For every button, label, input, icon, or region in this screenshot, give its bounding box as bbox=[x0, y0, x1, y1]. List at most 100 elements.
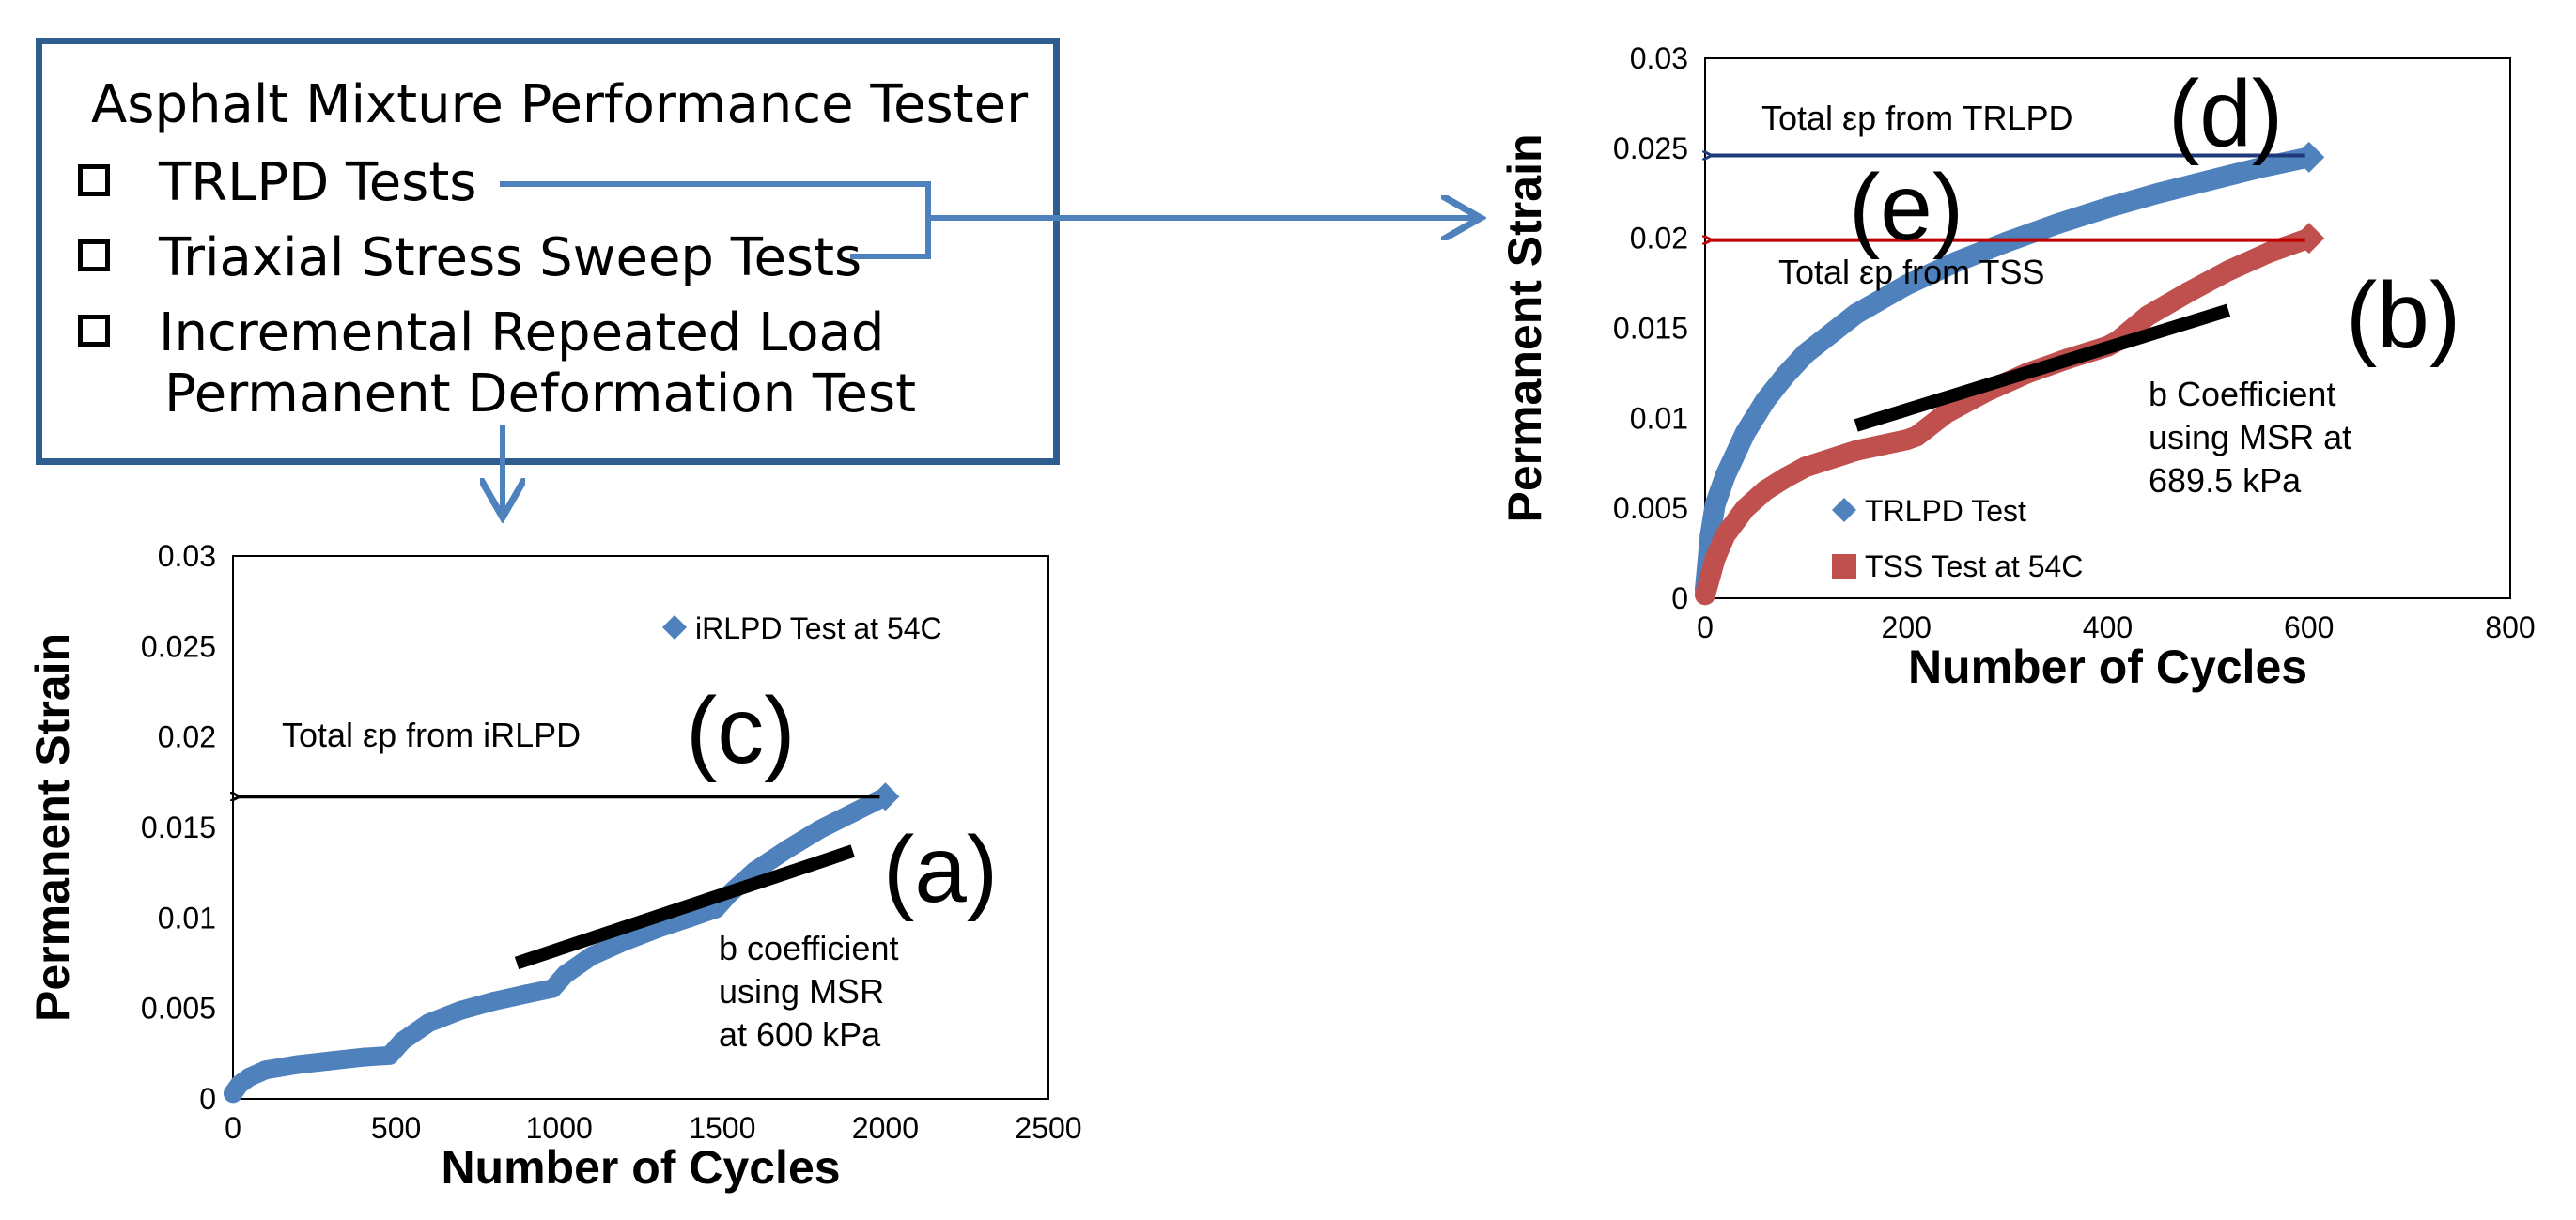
data-point bbox=[2046, 213, 2068, 235]
info-box-item-tss: Triaxial Stress Sweep Tests bbox=[78, 227, 861, 288]
y-tick-label: 0.01 bbox=[1630, 401, 1688, 435]
legend-label: iRLPD Test at 54C bbox=[695, 611, 942, 645]
x-tick-label: 500 bbox=[371, 1111, 421, 1145]
panel-letter-e: (e) bbox=[1849, 155, 1963, 260]
data-point bbox=[1936, 402, 1958, 424]
data-point bbox=[614, 932, 634, 951]
info-box-item-continuation: Permanent Deformation Test bbox=[164, 363, 917, 425]
total-strain-label: Total εp from iRLPD bbox=[282, 716, 581, 754]
checkbox-icon bbox=[78, 239, 110, 271]
info-box-item-label: Incremental Repeated Load bbox=[159, 302, 885, 363]
data-point bbox=[2197, 170, 2219, 192]
plot-area bbox=[232, 555, 1049, 1100]
panel-letter-d: (d) bbox=[2168, 61, 2283, 166]
data-point bbox=[2293, 223, 2325, 255]
data-point bbox=[1699, 566, 1721, 587]
legend-marker bbox=[1832, 498, 1856, 522]
data-point bbox=[1704, 494, 1726, 516]
data-point bbox=[1845, 440, 1867, 461]
checkbox-icon bbox=[78, 163, 110, 196]
data-point bbox=[1775, 467, 1796, 488]
data-point bbox=[1896, 274, 1917, 296]
data-point bbox=[484, 991, 504, 1011]
data-point bbox=[1704, 548, 1726, 569]
series-line bbox=[1695, 227, 2320, 606]
data-point bbox=[2293, 141, 2325, 173]
data-point bbox=[2097, 197, 2118, 219]
data-point bbox=[256, 1060, 275, 1080]
data-point bbox=[353, 1047, 373, 1067]
y-tick-label: 0.025 bbox=[141, 629, 216, 663]
data-point bbox=[2148, 182, 2169, 204]
data-point bbox=[1755, 480, 1777, 501]
y-axis-title: Permanent Strain bbox=[1498, 133, 1551, 522]
data-point bbox=[1715, 465, 1736, 486]
x-tick-label: 800 bbox=[2485, 610, 2535, 644]
info-box-title: Asphalt Mixture Performance Tester bbox=[91, 74, 1029, 135]
data-point bbox=[1845, 303, 1867, 325]
panel-letter-b: (b) bbox=[2346, 263, 2460, 368]
x-tick-label: 2500 bbox=[1015, 1111, 1081, 1145]
x-tick-label: 1500 bbox=[689, 1111, 755, 1145]
data-point bbox=[1734, 498, 1756, 519]
data-point bbox=[452, 1000, 472, 1020]
data-point bbox=[556, 965, 576, 984]
trend-annotation: at 600 kPa bbox=[719, 1015, 881, 1054]
x-axis-title: Number of Cycles bbox=[1908, 641, 2307, 693]
legend-label: TRLPD Test bbox=[1865, 494, 2026, 528]
total-strain-label: Total εp from TRLPD bbox=[1761, 99, 2073, 137]
y-tick-label: 0.015 bbox=[1613, 312, 1688, 346]
y-tick-label: 0.015 bbox=[141, 811, 216, 844]
data-point bbox=[2218, 260, 2240, 282]
data-point bbox=[321, 1051, 341, 1071]
data-point bbox=[288, 1055, 308, 1074]
legend-marker bbox=[662, 615, 687, 640]
data-point bbox=[1775, 364, 1796, 386]
y-tick-label: 0.01 bbox=[158, 901, 216, 934]
trend-annotation: b coefficient bbox=[719, 929, 898, 967]
y-axis-title: Permanent Strain bbox=[26, 633, 79, 1022]
data-point bbox=[1905, 425, 1927, 447]
trend-annotation: using MSR bbox=[719, 972, 884, 1011]
checkbox-icon bbox=[78, 314, 110, 347]
data-point bbox=[543, 979, 563, 998]
y-tick-label: 0 bbox=[199, 1082, 216, 1116]
panel-letter-c: (c) bbox=[686, 678, 796, 783]
data-point bbox=[843, 803, 862, 823]
trend-annotation: b Coefficient bbox=[2149, 375, 2335, 413]
x-tick-label: 600 bbox=[2284, 610, 2334, 644]
y-tick-label: 0.02 bbox=[1630, 222, 1688, 255]
data-point bbox=[1795, 343, 1817, 364]
x-tick-label: 200 bbox=[1882, 610, 1932, 644]
data-point bbox=[2137, 305, 2159, 327]
y-tick-label: 0.03 bbox=[1630, 41, 1688, 75]
trend-line bbox=[514, 844, 855, 970]
data-point bbox=[419, 1013, 439, 1033]
data-point bbox=[871, 782, 900, 811]
x-tick-label: 0 bbox=[1697, 610, 1714, 644]
x-tick-label: 2000 bbox=[852, 1111, 919, 1145]
trend-annotation: 689.5 kPa bbox=[2149, 461, 2302, 500]
plot-area bbox=[1704, 57, 2511, 599]
y-tick-label: 0.005 bbox=[141, 992, 216, 1026]
trend-line bbox=[1854, 303, 2231, 432]
data-point bbox=[1755, 390, 1777, 411]
y-tick-label: 0 bbox=[1671, 581, 1688, 615]
info-box-item-irlpd: Incremental Repeated Load bbox=[78, 302, 884, 363]
data-point bbox=[582, 946, 601, 965]
info-box-item-trlpd: TRLPD Tests bbox=[78, 152, 476, 213]
panel-letter-a: (a) bbox=[883, 817, 998, 922]
data-point bbox=[1795, 456, 1817, 478]
data-point bbox=[778, 840, 798, 859]
data-point bbox=[2178, 282, 2199, 303]
data-point bbox=[240, 1067, 259, 1087]
x-tick-label: 1000 bbox=[526, 1111, 593, 1145]
legend-marker bbox=[1832, 554, 1856, 579]
y-tick-label: 0.02 bbox=[158, 720, 216, 754]
trend-annotation: using MSR at bbox=[2149, 418, 2351, 456]
data-point bbox=[380, 1045, 399, 1065]
x-tick-label: 400 bbox=[2083, 610, 2133, 644]
